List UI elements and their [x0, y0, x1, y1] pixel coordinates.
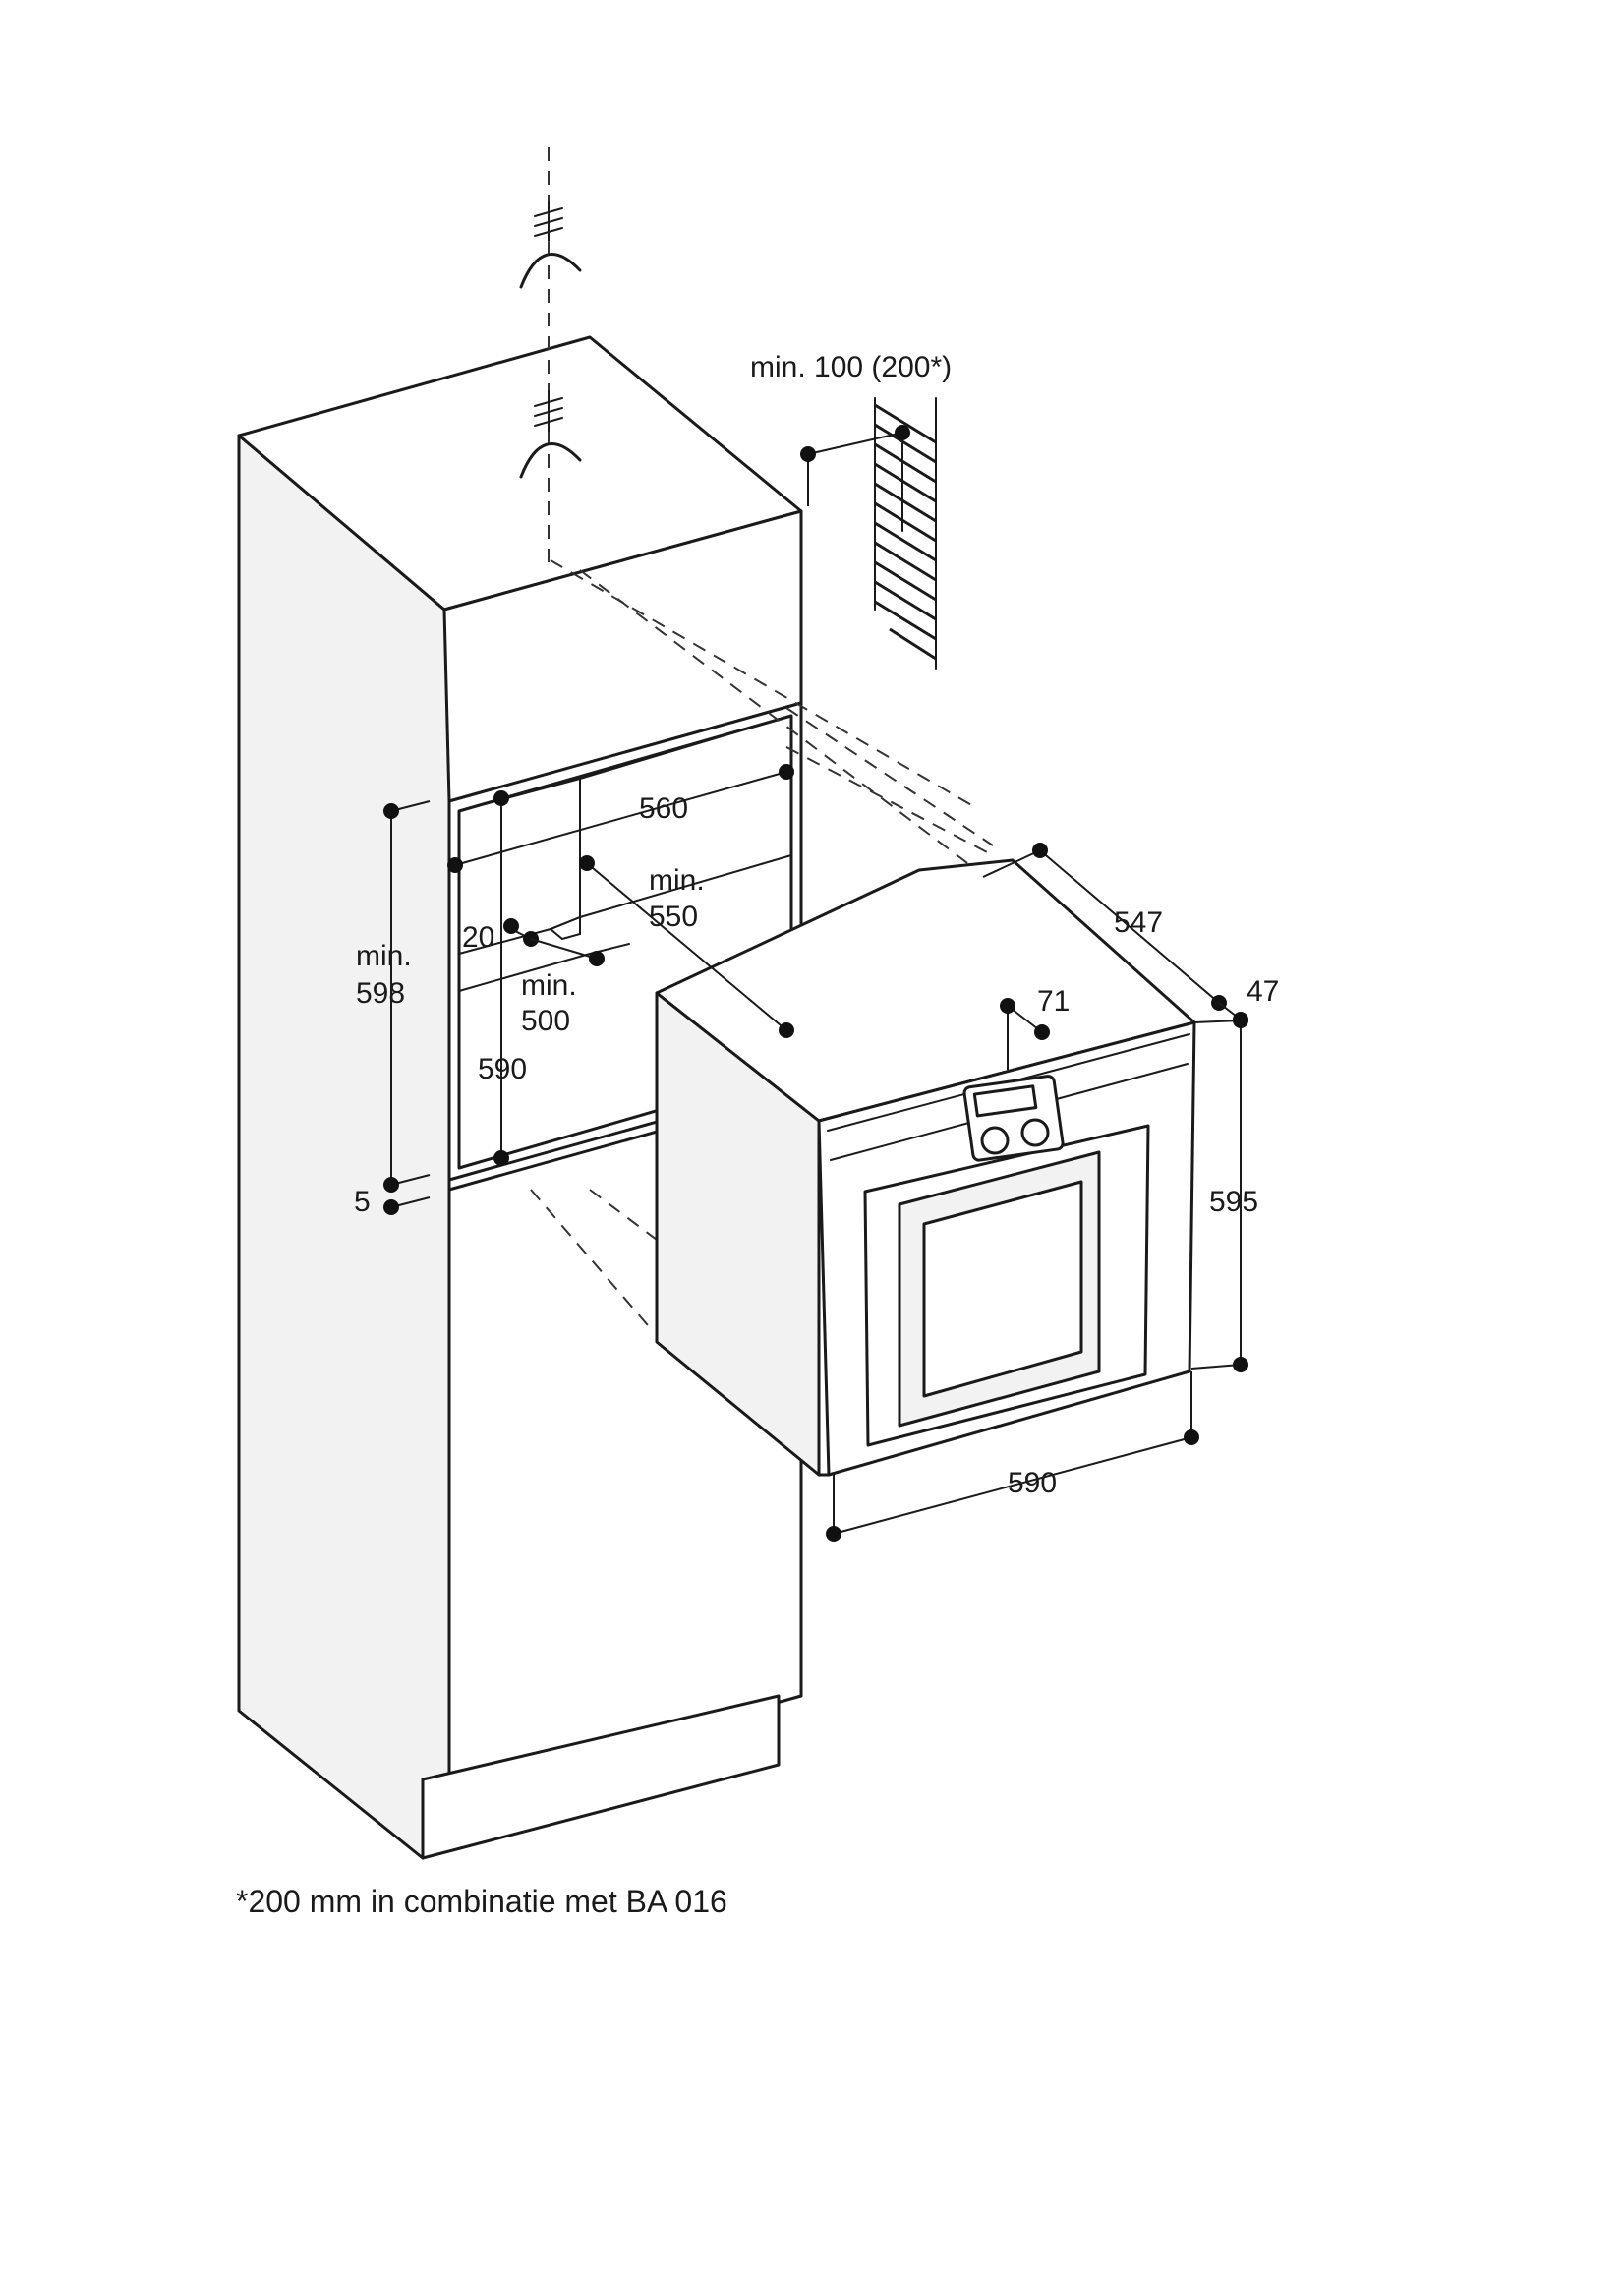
label-top-clearance: min. 100 (200*) [750, 351, 952, 383]
cabinet-left-side [237, 434, 451, 1860]
fixing-symbol-middle [519, 390, 582, 479]
top-clearance-dimension [800, 425, 910, 506]
niche-bracket [549, 915, 581, 941]
oven-front-edge [817, 1119, 831, 1477]
oven-knob-left [980, 1126, 1010, 1155]
niche-back-top [579, 715, 792, 780]
tall-cabinet [237, 335, 803, 1860]
label-front-projection: 47 [1247, 975, 1279, 1008]
dim-oven-width [826, 1371, 1199, 1542]
label-bottom-gap: 5 [354, 1186, 371, 1218]
label-front-gap: 20 [462, 921, 494, 954]
label-oven-width: 590 [1008, 1467, 1057, 1499]
oven-display [972, 1084, 1038, 1118]
oven [655, 858, 1196, 1477]
dim-interior-height [493, 790, 509, 1166]
oven-top [655, 858, 1196, 1123]
oven-door-inner-glass [922, 1180, 1083, 1398]
label-niche-height-590: 590 [478, 1053, 527, 1085]
label-niche-width: 560 [639, 792, 688, 825]
label-niche-height-value: 598 [356, 977, 405, 1010]
cabinet-plinth [421, 1694, 781, 1860]
dim-niche-width [447, 764, 794, 873]
fixing-symbol-top [519, 201, 582, 289]
dim-oven-height [1190, 1013, 1248, 1372]
niche-shelf-line-2 [458, 943, 630, 992]
niche-back-edge [458, 777, 792, 919]
label-oven-depth: 547 [1114, 906, 1163, 939]
dim-niche-height [383, 800, 431, 1193]
dim-panel-height [1000, 998, 1050, 1070]
label-niche-depth-min: min. [649, 864, 705, 897]
oven-knob-right [1020, 1118, 1050, 1147]
label-panel-height: 71 [1037, 985, 1070, 1018]
dimension-labels: min. 100 (200*) 560 min. 550 20 min. 500… [354, 351, 1279, 1499]
dim-niche-depth [579, 855, 794, 1038]
label-niche-depth-value: 550 [649, 901, 698, 933]
dim-bottom-gap [383, 1196, 431, 1215]
label-oven-height: 595 [1209, 1186, 1258, 1218]
footnote: *200 mm in combinatie met BA 016 [236, 1884, 727, 1919]
label-niche-height-min: min. [356, 940, 412, 972]
wall-hatch [874, 397, 937, 670]
label-inner-depth-value: 500 [521, 1005, 570, 1037]
label-inner-depth-min: min. [521, 969, 577, 1002]
dim-inner-depth [530, 938, 605, 966]
